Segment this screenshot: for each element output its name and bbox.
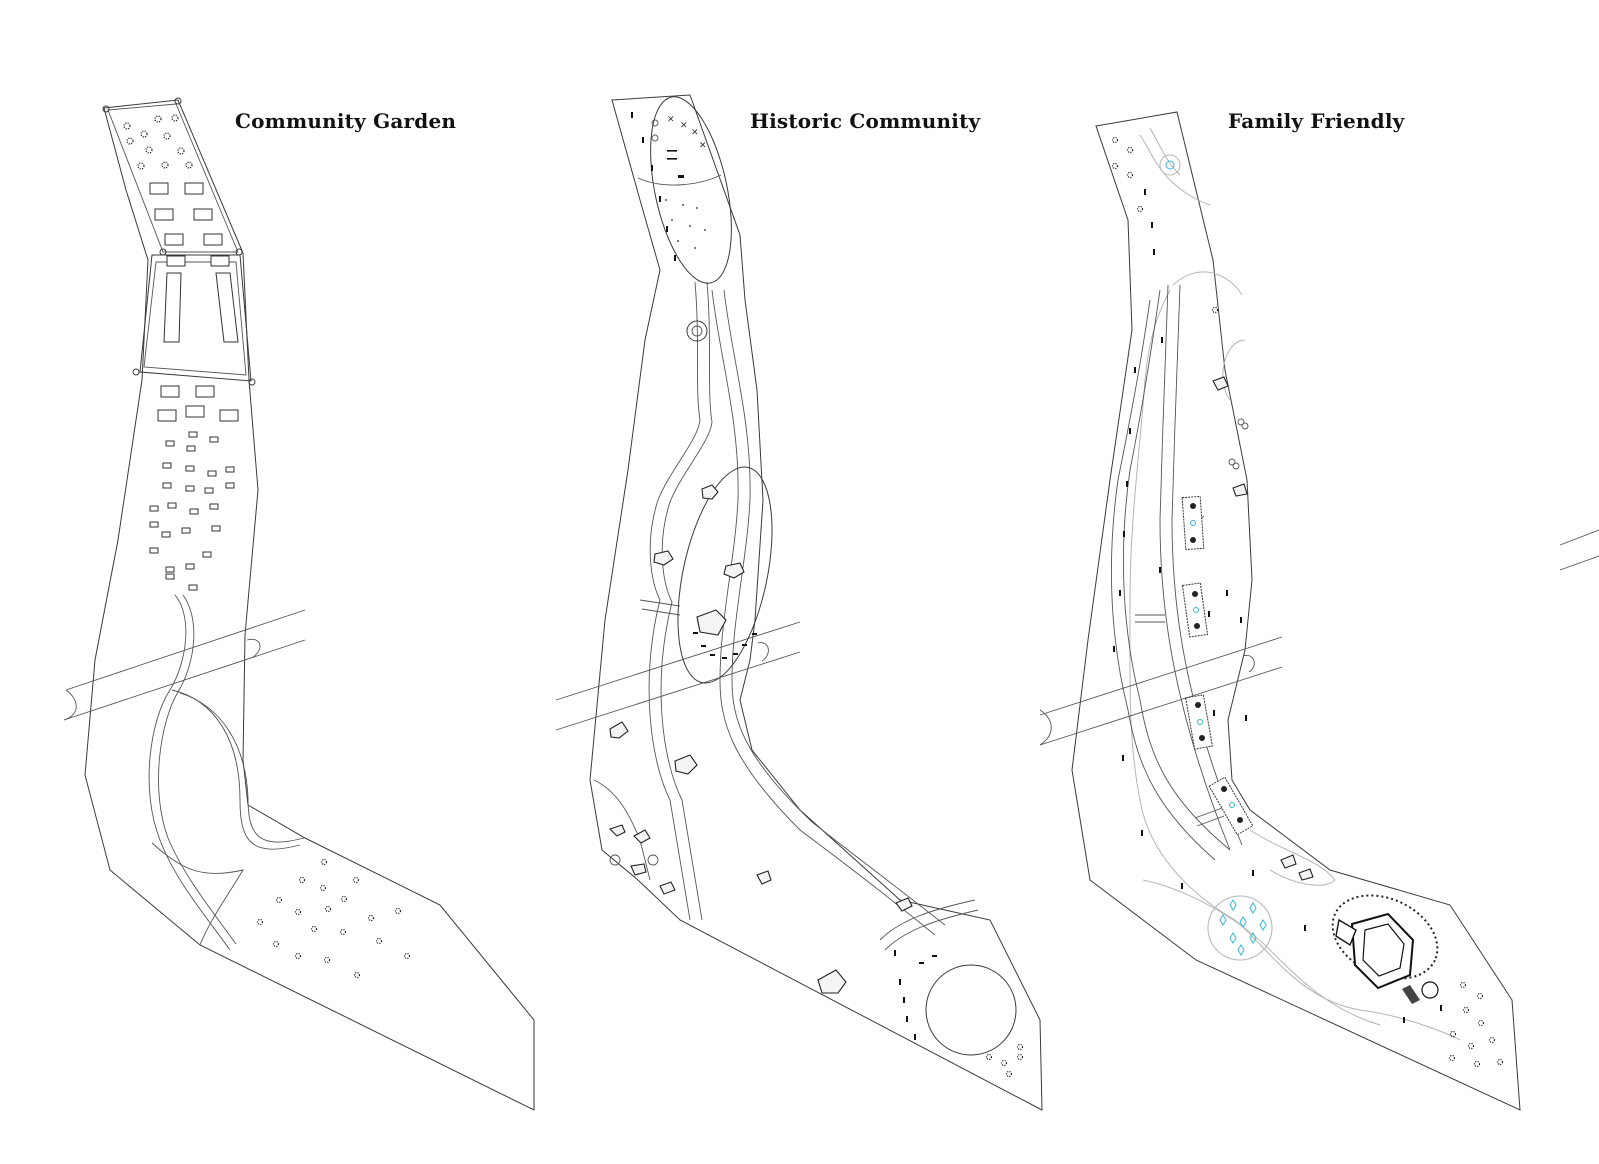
site-boundary: [1071, 111, 1521, 1111]
plan-family-friendly: [1039, 111, 1521, 1111]
oval-plaza: [650, 96, 732, 284]
playground-structure: [1331, 894, 1439, 1004]
site-boundary: [589, 94, 1043, 1111]
flower-clusters: [123, 114, 411, 979]
garden-beds: [149, 182, 239, 422]
plan-historic-community: ✕ ✕ ✕ ✕: [555, 94, 1043, 1111]
benches: [631, 112, 937, 1040]
plan-community-garden: [63, 97, 535, 1111]
benches: [1113, 189, 1442, 1023]
svg-text:✕: ✕: [667, 115, 675, 125]
boulders: [608, 484, 913, 994]
svg-text:✕: ✕: [699, 141, 707, 151]
flower-clusters: [1111, 136, 1504, 1068]
svg-text:✕: ✕: [680, 121, 688, 131]
panel-title-historic-community: Historic Community: [750, 109, 981, 133]
play-stations: [1181, 495, 1254, 836]
panel-title-family-friendly: Family Friendly: [1228, 109, 1405, 133]
panel-title-community-garden: Community Garden: [235, 109, 457, 133]
splash-pad: [1207, 895, 1273, 961]
svg-text:✕: ✕: [691, 128, 699, 138]
small-plots: [149, 431, 235, 591]
circle-plaza: [925, 964, 1017, 1056]
next-panel-edge: [1559, 529, 1599, 546]
site-boundary: [84, 99, 535, 1111]
